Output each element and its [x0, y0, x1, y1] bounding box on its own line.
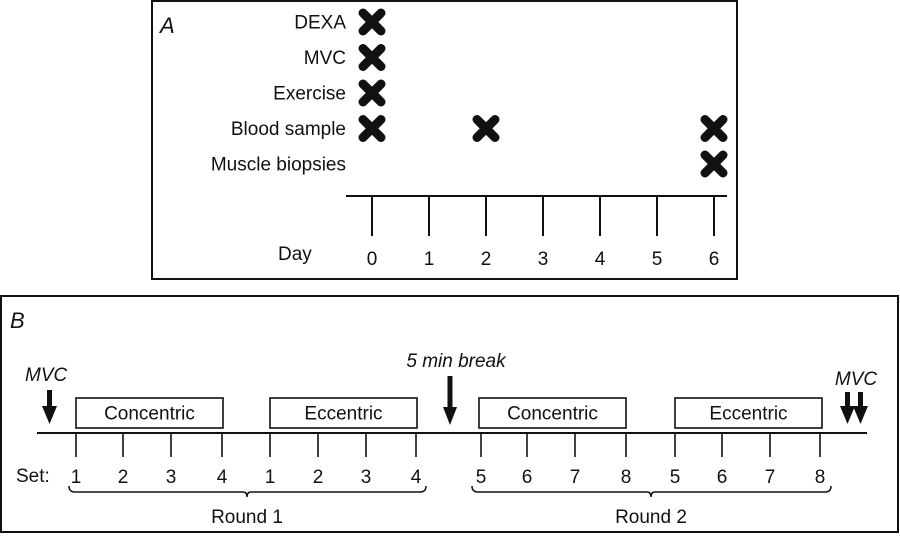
- set-number: 5: [670, 467, 681, 488]
- cross-mark-icon: [700, 115, 728, 142]
- set-number: 3: [361, 467, 372, 488]
- day-tick-label: 0: [367, 249, 378, 270]
- mvc-left-arrow-icon: [42, 390, 57, 424]
- set-number: 4: [217, 467, 228, 488]
- round-bracket: Round 2: [471, 485, 832, 528]
- panel-a-label: A: [158, 13, 175, 38]
- set-number: 4: [411, 467, 422, 488]
- set-number: 7: [570, 467, 581, 488]
- exercise-boxes: Concentric Eccentric Concentric Eccentric: [75, 397, 823, 429]
- panel-b-frame: [0, 295, 899, 533]
- exercise-box: Eccentric: [269, 397, 418, 429]
- exercise-box-label: Concentric: [104, 404, 195, 425]
- set-number: 8: [815, 467, 826, 488]
- break-label: 5 min break: [406, 351, 507, 372]
- mvc-right-double-arrow-icon: [840, 392, 868, 424]
- set-number: 7: [765, 467, 776, 488]
- row-label: DEXA: [294, 13, 346, 34]
- set-number: 3: [166, 467, 177, 488]
- cross-mark-icon: [700, 150, 728, 178]
- row-label: Muscle biopsies: [211, 155, 346, 176]
- day-tick-label: 5: [652, 249, 663, 270]
- mvc-right-label: MVC: [835, 369, 878, 390]
- exercise-box: Eccentric: [674, 397, 823, 429]
- row-label: Blood sample: [231, 119, 346, 140]
- set-number: 8: [621, 467, 632, 488]
- set-number: 2: [313, 467, 324, 488]
- timeline-ticks: 0 1 2 3 4 5 6: [367, 196, 720, 270]
- day-tick-label: 3: [538, 249, 549, 270]
- set-number: 2: [118, 467, 129, 488]
- round-bracket: Round 1: [68, 485, 427, 528]
- round-brackets: Round 1 Round 2: [68, 485, 832, 528]
- exercise-box: Concentric: [478, 397, 627, 429]
- row-label: Exercise: [273, 84, 346, 105]
- panel-b-label: B: [10, 308, 25, 333]
- set-number: 6: [717, 467, 728, 488]
- exercise-box-label: Eccentric: [304, 404, 382, 425]
- cross-mark-icon: [358, 44, 386, 71]
- panel-a-marks: [358, 8, 728, 178]
- panel-b: B MVC 5 min break MVC Concentric Eccentri…: [0, 295, 899, 533]
- day-tick-label: 4: [595, 249, 606, 270]
- day-axis-label: Day: [278, 244, 312, 265]
- cross-mark-icon: [358, 115, 386, 142]
- exercise-box-label: Eccentric: [709, 404, 787, 425]
- exercise-box: Concentric: [75, 397, 224, 429]
- break-arrow-icon: [443, 376, 457, 425]
- exercise-box-label: Concentric: [507, 404, 598, 425]
- round-label: Round 2: [615, 507, 687, 528]
- cross-mark-icon: [358, 8, 386, 36]
- round-label: Round 1: [211, 507, 283, 528]
- set-number: 1: [71, 467, 82, 488]
- row-label: MVC: [304, 48, 346, 69]
- day-tick-label: 1: [424, 249, 435, 270]
- cross-mark-icon: [358, 79, 386, 107]
- cross-mark-icon: [472, 115, 500, 142]
- set-ticks: [75, 433, 821, 457]
- panel-a-frame: [151, 0, 738, 280]
- set-number: 5: [476, 467, 487, 488]
- set-axis-label: Set:: [16, 466, 50, 487]
- set-number: 1: [265, 467, 276, 488]
- day-tick-label: 6: [709, 249, 720, 270]
- mvc-left-label: MVC: [25, 365, 68, 386]
- set-number: 6: [522, 467, 533, 488]
- set-numbers: 1 2 3 4 1 2 3 4 5 6 7 8 5 6 7 8: [71, 467, 826, 488]
- day-tick-label: 2: [481, 249, 492, 270]
